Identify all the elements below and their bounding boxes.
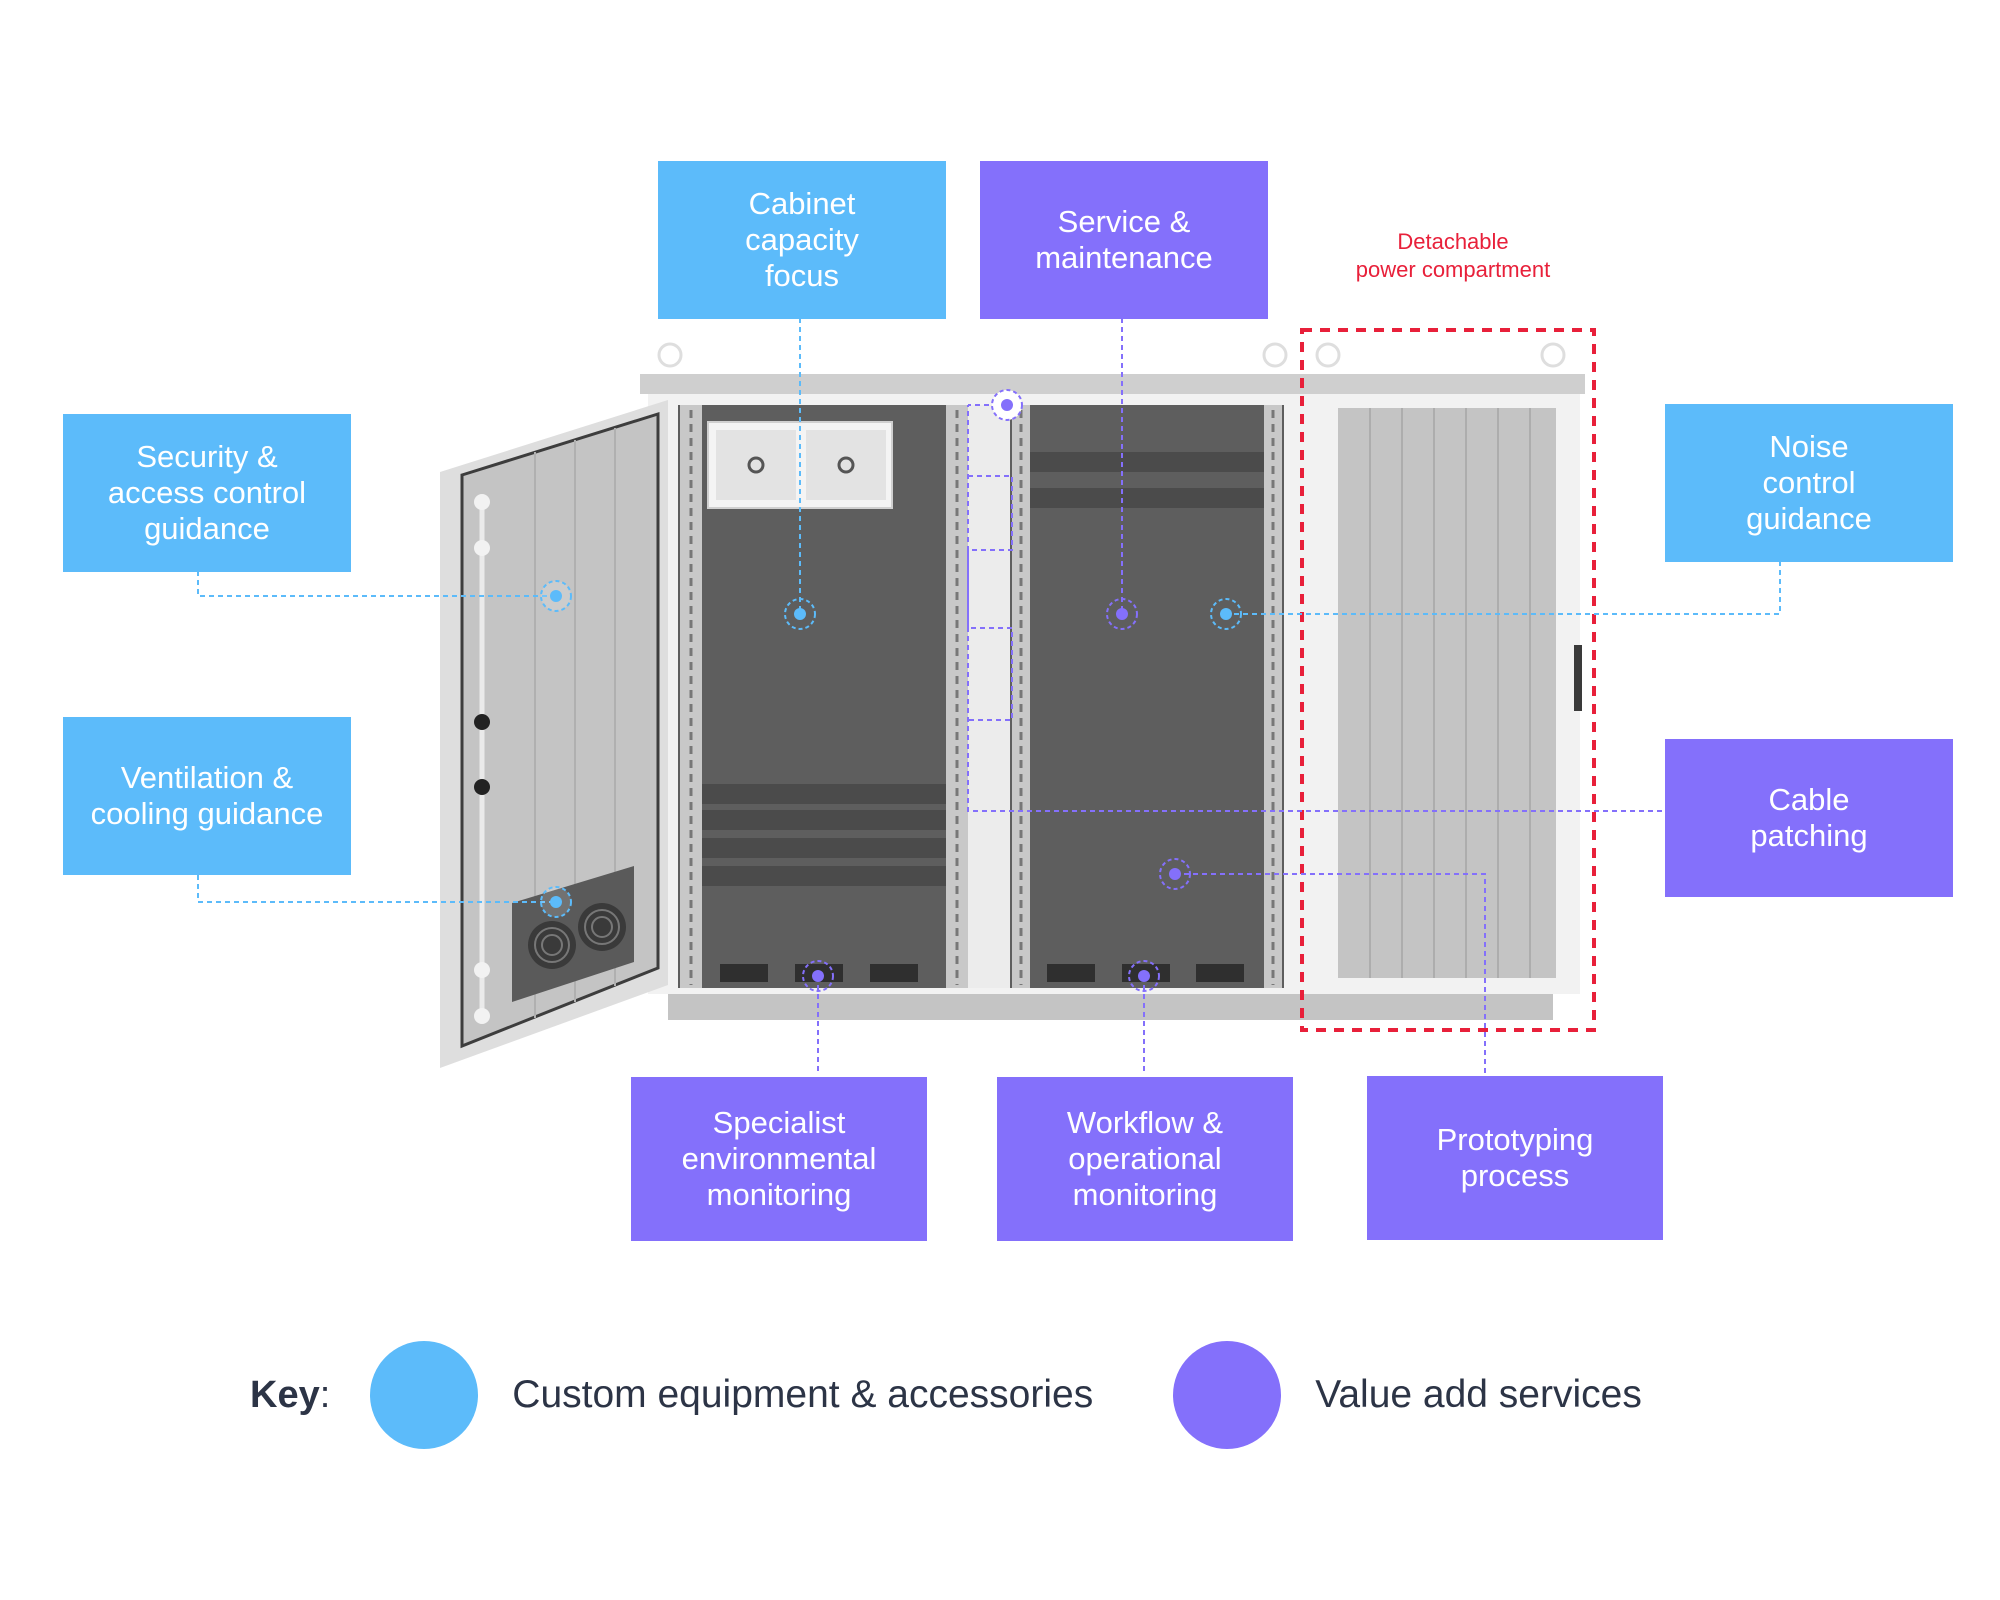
callout-security-access: Security & access control guidance (63, 414, 351, 572)
callout-cable-patching: Cable patching (1665, 739, 1953, 897)
legend-title: Key: (250, 1374, 330, 1417)
legend-title-text: Key (250, 1373, 320, 1416)
hotspot-prototyping (1169, 868, 1181, 880)
legend: Key: Custom equipment & accessories Valu… (250, 1340, 1722, 1450)
callout-prototyping: Prototyping process (1367, 1076, 1663, 1240)
callout-workflow-operational: Workflow & operational monitoring (997, 1077, 1293, 1241)
callout-cabinet-capacity: Cabinet capacity focus (658, 161, 946, 319)
callout-specialist-environmental: Specialist environmental monitoring (631, 1077, 927, 1241)
connector-cable (967, 405, 1662, 812)
power-compartment-handle (1574, 645, 1582, 711)
legend-custom-label: Custom equipment & accessories (512, 1373, 1094, 1416)
hotspot-noise (1220, 608, 1232, 620)
hotspots (540, 389, 1242, 992)
door-lock-top (474, 714, 490, 730)
cabinet-base (668, 994, 1553, 1020)
connector-cable-zigzag (967, 404, 1013, 721)
door-lock-bottom (474, 779, 490, 795)
legend-value-swatch (1173, 1341, 1282, 1449)
callout-ventilation-cooling: Ventilation & cooling guidance (63, 717, 351, 875)
hotspot-ventilation (550, 896, 562, 908)
legend-value-label: Value add services (1315, 1373, 1642, 1416)
detachable-outline (1300, 328, 1596, 1032)
hotspot-service (1116, 608, 1128, 620)
connector-prototyping (1175, 873, 1486, 1074)
connector-security (197, 571, 556, 597)
hotspot-cable (1001, 399, 1013, 411)
detachable-note: Detachable power compartment (1355, 229, 1551, 282)
connector-ventilation (197, 875, 556, 903)
hotspot-security (550, 590, 562, 602)
callout-service-maintenance: Service & maintenance (980, 161, 1268, 319)
legend-title-colon: : (319, 1373, 331, 1416)
hotspot-cabinet-capacity (794, 608, 806, 620)
legend-custom-swatch (370, 1341, 479, 1449)
cabinet-top-rail (640, 374, 1585, 394)
hotspot-workflow (1138, 970, 1150, 982)
hotspot-specialist (812, 970, 824, 982)
callout-noise-control: Noise control guidance (1665, 404, 1953, 562)
cable-channel (968, 405, 1010, 988)
